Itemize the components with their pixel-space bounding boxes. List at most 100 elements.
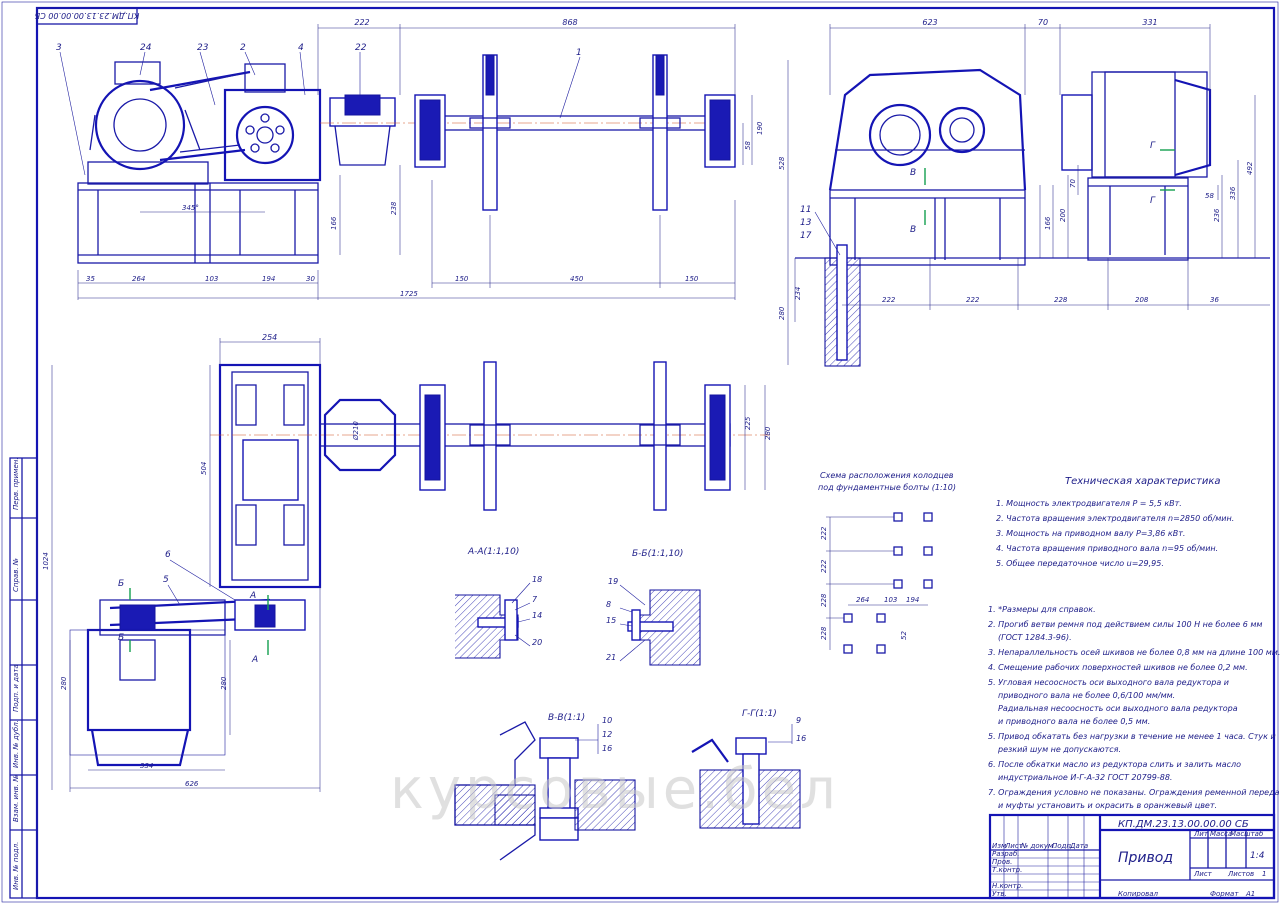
- side-view: 623 70 331 528 492 336 236 200 166 70 58…: [778, 18, 1270, 367]
- side-marker-g-1: Г: [1150, 141, 1156, 151]
- plan-dim-280-b: 280: [220, 676, 228, 690]
- section-g-g: Г-Г(1:1) 9 16: [691, 709, 806, 829]
- front-dim-58: 58: [744, 141, 752, 150]
- section-v-v: В-В(1:1) 10 12 16: [454, 713, 636, 861]
- side-stamp-cell-3: Инв. № дубл.: [12, 720, 20, 768]
- reducer-side-housing: [828, 68, 1027, 191]
- side-label-17: 17: [800, 231, 812, 241]
- note-line-10: 5. Привод обкатать без нагрузки в течени…: [988, 732, 1276, 741]
- side-dim-58: 58: [1205, 192, 1214, 200]
- side-dim-331: 331: [1142, 18, 1157, 27]
- stamp-col-0: Изм: [992, 842, 1007, 850]
- plan-dim-254: 254: [262, 333, 277, 342]
- front-dim-35: 35: [86, 275, 95, 283]
- side-marker-g-2: Г: [1150, 196, 1156, 206]
- front-view: 222 868 35 264 103 194 30 1725 150 450 1…: [56, 18, 764, 300]
- plan-dim-626: 626: [185, 780, 199, 788]
- side-dim-222-a: 222: [882, 296, 896, 304]
- reducer-pulley: [235, 105, 295, 165]
- note-line-2: 2. Прогиб ветви ремня под действием силы…: [988, 620, 1262, 629]
- side-stamp: Перв. примен. Справ. № Подп. и дата Инв.…: [9, 457, 38, 899]
- front-dim-222: 222: [354, 18, 369, 27]
- scheme-well-grid: [843, 512, 933, 654]
- scheme-dim-103: 103: [884, 596, 897, 604]
- plan-dim-1024: 1024: [42, 552, 50, 570]
- side-dim-336: 336: [1229, 186, 1237, 200]
- note-line-4: 3. Непараллельность осей шкивов не более…: [988, 648, 1280, 657]
- plan-pulley: [119, 604, 156, 631]
- scheme-caption-1: Схема расположения колодцев: [820, 471, 954, 480]
- front-dim-30: 30: [306, 275, 315, 283]
- note-line-15: и муфты установить и окрасить в оранжевы…: [998, 801, 1217, 810]
- side-dim-492: 492: [1246, 161, 1254, 175]
- front-label-1: 1: [576, 48, 582, 58]
- v-v-callout-12: 12: [602, 730, 612, 739]
- side-marker-v-2: В: [910, 225, 916, 235]
- b-b-callout-19: 19: [608, 577, 618, 586]
- front-dim-868: 868: [562, 18, 577, 27]
- a-a-callout-7: 7: [532, 595, 538, 604]
- note-line-12: 6. После обкатки масло из редуктора слит…: [988, 760, 1241, 769]
- tech-spec: Техническая характеристика 1. Мощность э…: [996, 476, 1234, 568]
- plan-dim-225: 225: [744, 416, 752, 430]
- front-dim-103: 103: [205, 275, 218, 283]
- title-scale-value: 1:4: [1250, 851, 1265, 861]
- plan-sprocket-right: [653, 361, 667, 511]
- tech-heading: Техническая характеристика: [1065, 476, 1221, 487]
- plan-marker-b-1: Б: [118, 579, 124, 589]
- front-dim-angle: 345°: [182, 204, 199, 212]
- front-label-23: 23: [197, 43, 209, 53]
- section-g-g-title: Г-Г(1:1): [742, 709, 777, 719]
- g-g-callout-9: 9: [796, 716, 801, 725]
- scheme-dim-228-b: 228: [820, 626, 828, 640]
- plan-marker-a-1: А: [249, 591, 256, 601]
- front-dim-166: 166: [330, 216, 338, 230]
- title-scale-label: Масштаб: [1230, 830, 1264, 838]
- front-dim-1725: 1725: [400, 290, 418, 298]
- front-label-4: 4: [298, 43, 304, 53]
- title-designation: КП.ДМ.23.13.00.00.00 СБ: [1118, 819, 1249, 830]
- note-line-9: и приводного вала не более 0,5 мм.: [998, 717, 1150, 726]
- plan-marker-b-2: Б: [118, 633, 124, 643]
- stamp-role-0: Разраб.: [992, 850, 1020, 858]
- title-block: КП.ДМ.23.13.00.00.00 СБ Привод Лит Масса…: [988, 813, 1276, 900]
- side-dim-208: 208: [1135, 296, 1149, 304]
- plan-dim-334: 334: [140, 762, 153, 770]
- front-dim-264: 264: [132, 275, 145, 283]
- side-dim-200: 200: [1059, 208, 1067, 222]
- plan-marker-a-2: А: [251, 655, 258, 665]
- side-dim-166: 166: [1044, 216, 1052, 230]
- side-base-frame: [829, 189, 1026, 266]
- scheme-dim-52: 52: [900, 631, 908, 640]
- front-dim-190: 190: [756, 121, 764, 135]
- plan-sprocket-left: [483, 361, 497, 511]
- title-mass-label: Масса: [1210, 830, 1232, 838]
- tech-item-4: 4. Частота вращения приводного вала n=95…: [996, 544, 1218, 553]
- title-sheets-label: Листов: [1227, 870, 1254, 878]
- side-stamp-cell-2: Подп. и дата: [12, 664, 20, 712]
- note-line-13: индустриальное И-Г-А-32 ГОСТ 20799-88.: [998, 773, 1172, 782]
- plan-view: 254 504 1024 280 280 334 626 Ø210 225 28…: [42, 333, 772, 792]
- title-format-value: А1: [1245, 890, 1255, 898]
- b-b-callout-15: 15: [606, 616, 616, 625]
- scheme-dim-222-b: 222: [820, 559, 828, 573]
- notes: 1. *Размеры для справок. 2. Прогиб ветви…: [988, 605, 1280, 810]
- note-line-11: резкий шум не допускаются.: [997, 745, 1121, 754]
- g-g-bolt: [742, 753, 760, 825]
- a-a-callout-20: 20: [532, 638, 542, 647]
- side-marker-v-1: В: [910, 168, 916, 178]
- plan-coupling: [323, 398, 397, 472]
- plan-dim-280-a: 280: [60, 676, 68, 690]
- plan-label-5: 5: [163, 575, 169, 585]
- front-dim-238: 238: [390, 201, 398, 215]
- title-sheet-label: Лист: [1193, 870, 1213, 878]
- motor-terminal-box: [114, 61, 161, 85]
- stamp-col-4: Дата: [1069, 842, 1088, 850]
- front-label-22: 22: [355, 43, 367, 53]
- front-dim-150-b: 150: [685, 275, 699, 283]
- scheme-caption-2: под фундаментные болты (1:10): [818, 483, 956, 492]
- stamp-col-3: Подп.: [1052, 842, 1073, 850]
- section-v-v-title: В-В(1:1): [548, 713, 585, 723]
- side-stamp-cell-4: Взам. инв. №: [12, 774, 20, 822]
